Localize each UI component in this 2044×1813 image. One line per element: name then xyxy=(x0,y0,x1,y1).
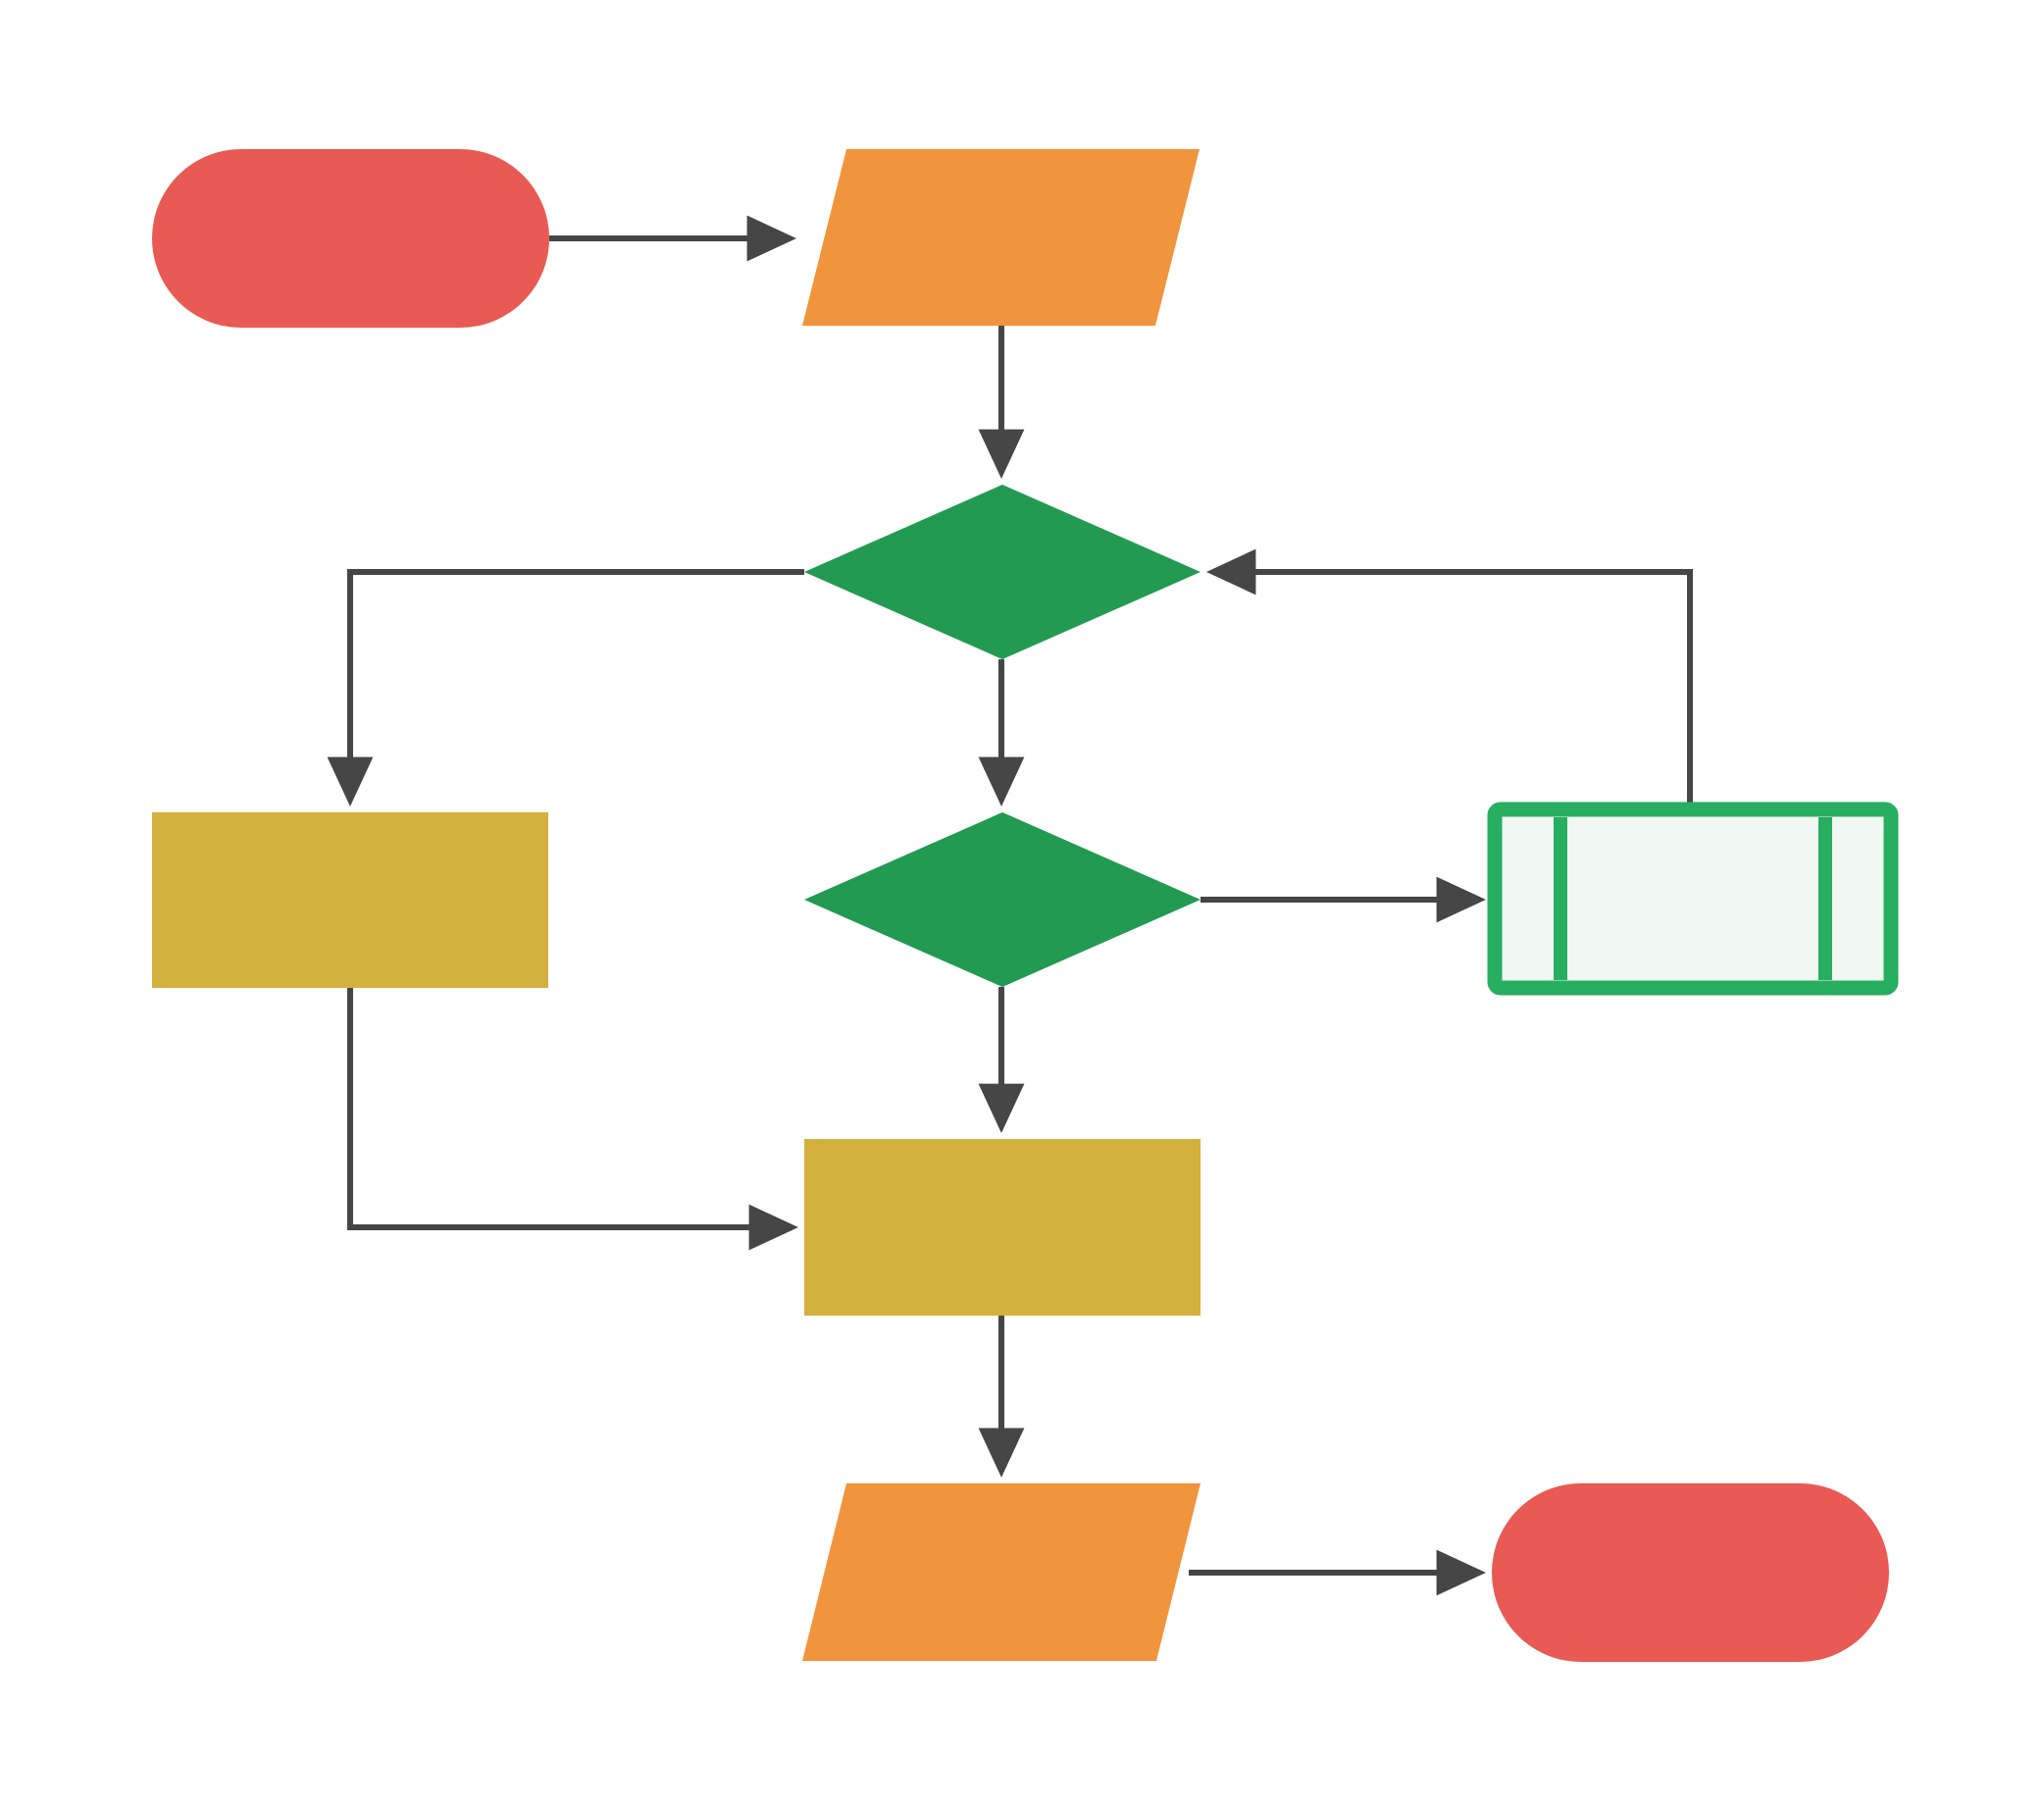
edge-decision-1-to-process-left xyxy=(327,569,804,806)
node-start-terminator[interactable] xyxy=(152,149,549,328)
node-process-left-rect[interactable] xyxy=(152,812,548,988)
node-decision-2-diamond[interactable] xyxy=(804,812,1201,987)
subroutine-outer-border xyxy=(1487,802,1899,996)
node-process-center-rect[interactable] xyxy=(804,1139,1201,1316)
edges-layer xyxy=(327,215,1693,1596)
node-decision-1-diamond[interactable] xyxy=(804,485,1201,659)
edge-process-left-to-process-center xyxy=(347,988,798,1251)
node-input-parallelogram[interactable] xyxy=(802,149,1200,326)
node-subroutine-predefined-process[interactable] xyxy=(1487,802,1899,996)
node-output-parallelogram[interactable] xyxy=(802,1483,1201,1661)
nodes-layer xyxy=(152,149,1899,1662)
edge-subroutine-to-decision-1 xyxy=(1206,548,1693,806)
node-end-terminator[interactable] xyxy=(1492,1483,1889,1662)
